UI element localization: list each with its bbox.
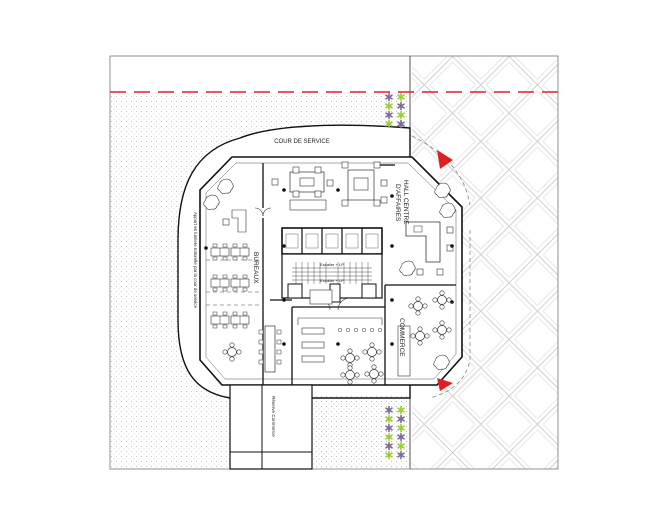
apport-lumiere-label: Apport en lumiere naturelle par la cour … [193,212,198,308]
stair-label-bottom: Escalier + LP [320,278,344,283]
hall-label-line2: D'AFFAIRES [394,184,401,222]
commerce-label: COMMERCE [398,318,405,357]
meeting-table [258,325,282,373]
reserve-corridor [229,384,313,470]
reception-desk [399,221,454,276]
structural-columns [204,188,454,346]
hall-label-line1: HALL CENTRE [402,180,409,225]
bureaux-label: BUREAUX [252,252,259,284]
office-desks [210,209,250,362]
interior-walls [262,163,456,385]
circulation-paths [206,135,471,399]
circulation-core [281,227,383,303]
entry-arrow-icon [437,150,453,169]
cour-de-service-label: COUR DE SERVICE [274,139,330,145]
stair-label-top: Escalier + LP [320,262,344,267]
hall-lounge-furniture [271,161,388,211]
commerce-furniture [297,289,452,385]
reserve-commerce-label: Réserve Commerce [271,396,276,437]
entry-arrow-icon [437,378,453,391]
